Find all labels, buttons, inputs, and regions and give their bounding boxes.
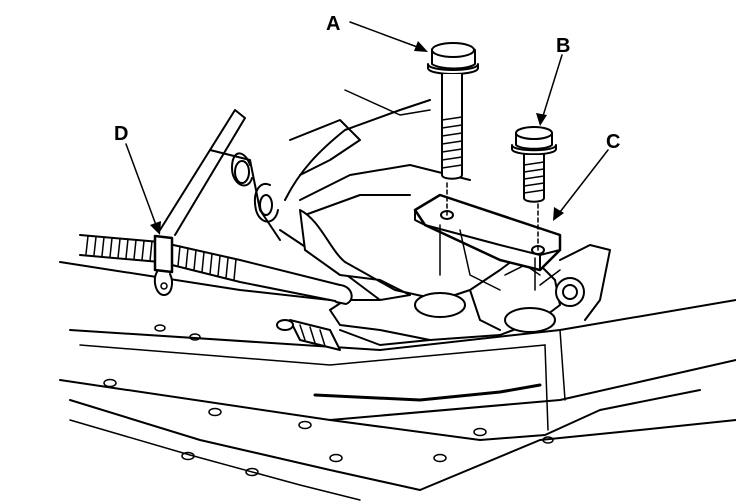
cable-harness	[59, 234, 353, 305]
panel-holes	[103, 324, 554, 477]
callout-label-a: A	[326, 13, 340, 35]
arrow-head-a	[414, 41, 428, 52]
bracket-c	[413, 179, 562, 291]
callout-label-c: C	[606, 131, 620, 153]
bolt-b	[511, 126, 557, 203]
callout-label-b: B	[556, 35, 570, 57]
arrow-head-d	[150, 221, 161, 235]
arrow-head-c	[553, 207, 564, 221]
bolt-a	[427, 42, 479, 180]
leader-lines	[125, 21, 609, 235]
cable-clamp-d	[153, 234, 174, 296]
mount-assembly	[276, 209, 611, 351]
callout-label-d: D	[114, 123, 128, 145]
subframe-panel	[59, 299, 736, 501]
arrow-head-b	[536, 113, 547, 126]
